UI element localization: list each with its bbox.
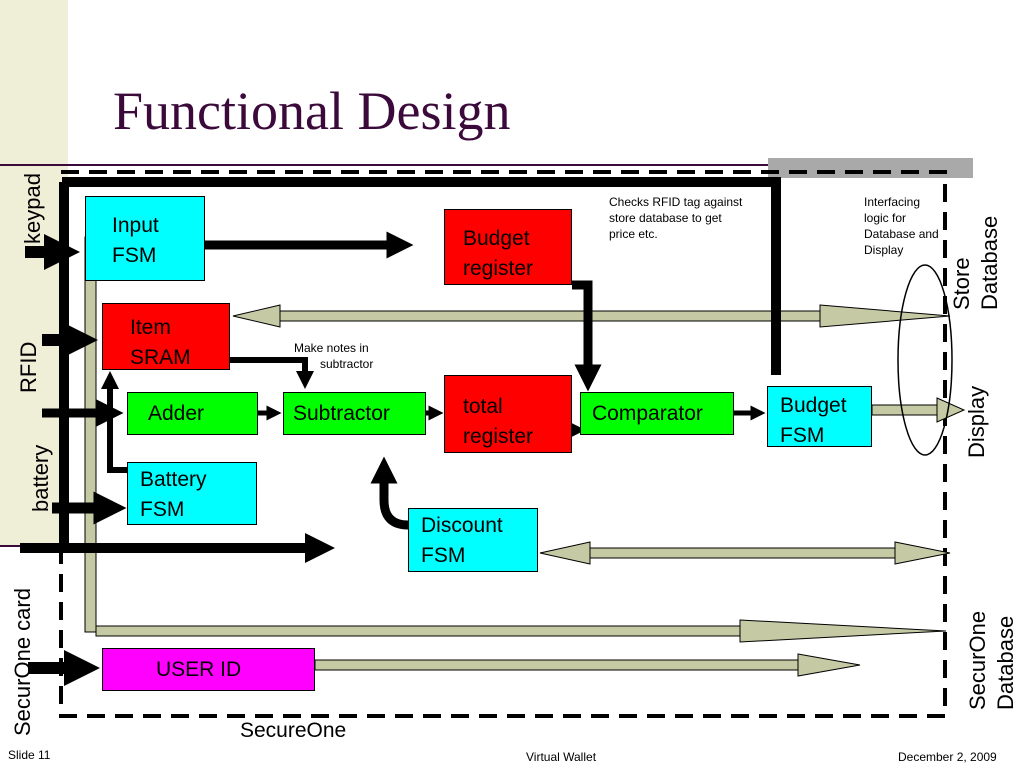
- subtractor-block: Subtractor: [283, 392, 426, 435]
- rfid-label: RFID: [16, 341, 41, 393]
- securone-card-label: SecurOne card: [10, 588, 35, 736]
- title-rule: [0, 164, 970, 166]
- display-label: Display: [964, 385, 989, 458]
- black-signal-lines: [20, 177, 781, 686]
- user-id-block: USER ID: [102, 648, 315, 691]
- interfacing-ellipse: [897, 264, 953, 456]
- battery-label: battery: [28, 444, 53, 512]
- keypad-label: keypad: [20, 173, 45, 244]
- left-decor-band: [0, 0, 68, 546]
- secureone-label: SecureOne: [240, 719, 347, 742]
- comparator-block: Comparator: [580, 392, 734, 435]
- bus-lines: [84, 236, 966, 677]
- footer-date: December 2, 2009: [898, 750, 997, 764]
- footer-title: Virtual Wallet: [526, 750, 597, 764]
- adder-block: Adder: [127, 392, 258, 435]
- slide-title: Functional Design: [113, 81, 511, 141]
- footer-slide-number: Slide 11: [8, 748, 51, 762]
